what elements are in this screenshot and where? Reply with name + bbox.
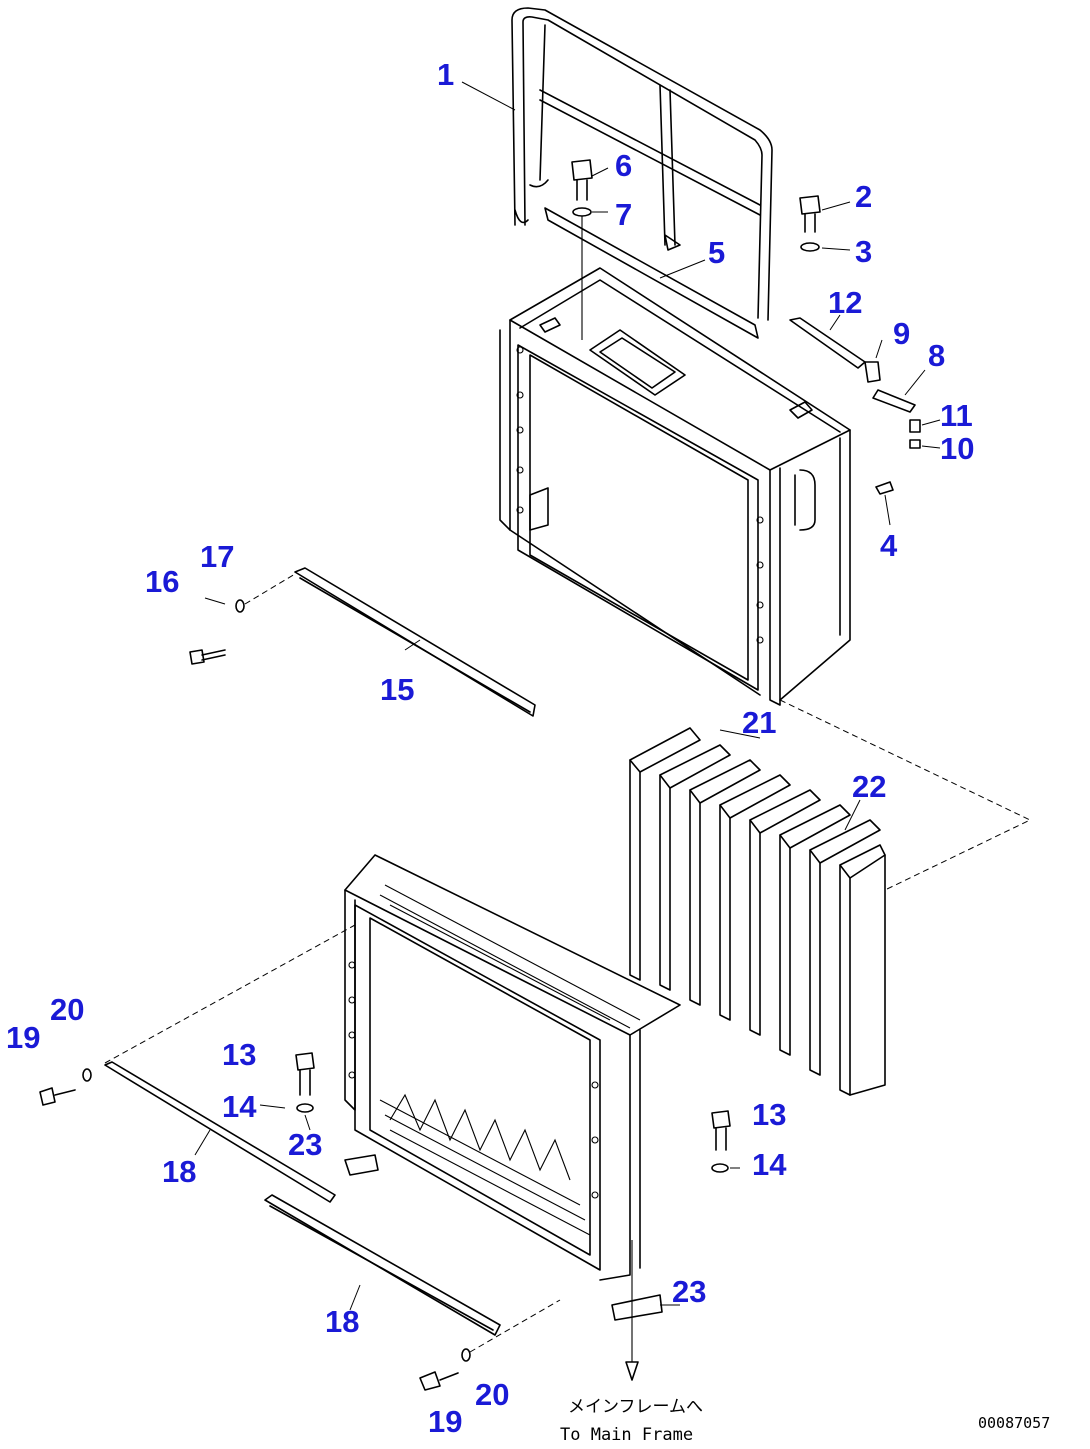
- callout-5: 5: [708, 235, 725, 270]
- bolt-6: [571, 159, 593, 340]
- callout-22: 22: [852, 769, 886, 804]
- callout-8: 8: [928, 338, 945, 373]
- callout-10: 10: [940, 431, 974, 466]
- callout-23b: 23: [672, 1274, 706, 1309]
- callout-18a: 18: [162, 1154, 196, 1189]
- callout-16: 16: [145, 564, 179, 599]
- small-parts-right: [789, 317, 921, 495]
- callout-1: 1: [437, 57, 454, 92]
- callout-19b: 19: [428, 1404, 462, 1439]
- callout-13a: 13: [222, 1037, 256, 1072]
- bracket-23-right: [611, 1240, 663, 1381]
- handrail: [511, 7, 773, 321]
- callout-23a: 23: [288, 1127, 322, 1162]
- callout-3: 3: [855, 234, 872, 269]
- fin-assembly: [629, 699, 1032, 1096]
- callout-9: 9: [893, 316, 910, 351]
- bolt-13-left: [295, 1052, 315, 1113]
- upper-guard-box: [499, 267, 851, 706]
- callout-7: 7: [615, 197, 632, 232]
- callout-21: 21: [742, 705, 776, 740]
- bolt-2: [799, 195, 821, 252]
- callout-12: 12: [828, 285, 862, 320]
- callout-2: 2: [855, 179, 872, 214]
- callout-20a: 20: [50, 992, 84, 1027]
- note-english: To Main Frame: [560, 1425, 693, 1445]
- top-plate: [544, 207, 759, 339]
- callout-15: 15: [380, 672, 414, 707]
- callout-4: 4: [880, 528, 898, 563]
- bolt-13-right: [711, 1110, 731, 1173]
- note-japanese: メインフレームへ: [568, 1397, 703, 1417]
- bar-18-lower: [264, 1194, 561, 1391]
- callout-18b: 18: [325, 1304, 359, 1339]
- callout-14a: 14: [222, 1089, 257, 1124]
- callout-20b: 20: [475, 1377, 509, 1412]
- drawing-code: 00087057: [978, 1414, 1050, 1432]
- callout-11: 11: [940, 398, 973, 433]
- callout-17: 17: [200, 539, 234, 574]
- callout-13b: 13: [752, 1097, 786, 1132]
- lower-guard-box: [344, 854, 681, 1281]
- callout-14b: 14: [752, 1147, 787, 1182]
- callout-numbers: 1 2 3 4 5 6 7 8 9 10 11 12 13 13 14 14 1…: [6, 57, 974, 1439]
- bar-15: [189, 567, 536, 717]
- leader-lines: [194, 81, 941, 1311]
- callout-6: 6: [615, 148, 632, 183]
- callout-19a: 19: [6, 1020, 40, 1055]
- bar-18-upper: [39, 924, 356, 1203]
